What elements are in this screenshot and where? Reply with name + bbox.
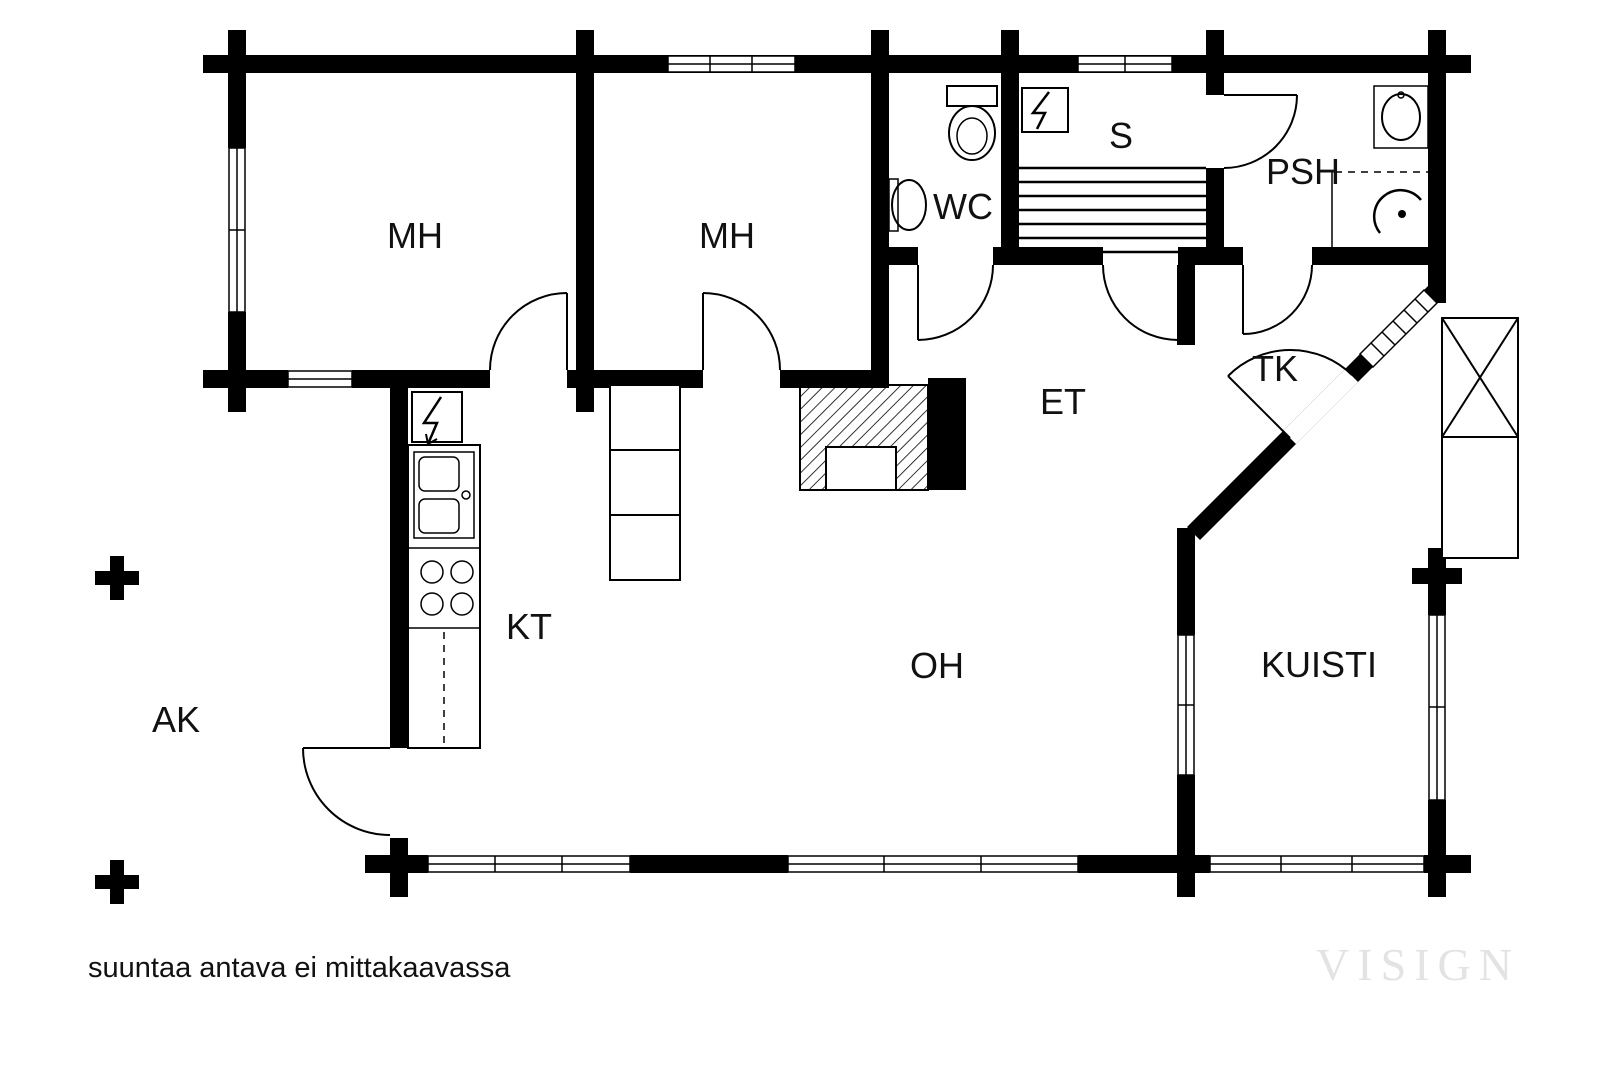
- room-label-tk: TK: [1252, 348, 1298, 389]
- room-label-kuisti: KUISTI: [1261, 644, 1377, 685]
- window-bottom-oh: [787, 855, 1079, 873]
- kitchen-counter: [407, 444, 481, 749]
- window-diagonal-entry: [1358, 288, 1439, 369]
- kitchen-sink-icon: [413, 451, 475, 539]
- log-end-stub: [365, 855, 390, 873]
- log-end-stub: [1446, 55, 1471, 73]
- door-psh: [1242, 264, 1313, 335]
- electric-panel-icon: [411, 391, 463, 445]
- window-kuisti-left: [1177, 634, 1195, 776]
- toilet-icon: [946, 85, 998, 161]
- log-end-stub: [228, 30, 246, 55]
- window-sauna-top: [1077, 55, 1173, 73]
- door-arcs: [302, 94, 1353, 836]
- window-mh2-top: [667, 55, 796, 73]
- shower-icon: [1331, 171, 1428, 247]
- door-mh1: [489, 292, 568, 371]
- log-end-stub: [1428, 30, 1446, 55]
- survey-cross-icon: [95, 556, 139, 600]
- sauna-heater-icon: [1021, 87, 1069, 133]
- windows: [228, 55, 1446, 873]
- window-bottom-kt: [427, 855, 631, 873]
- survey-cross-icon: [95, 860, 139, 904]
- sauna-benches: [1012, 166, 1206, 254]
- window-mh1-south: [287, 370, 353, 388]
- door-mh2: [702, 292, 781, 371]
- log-end-stub: [228, 388, 246, 412]
- log-end-stub: [390, 873, 408, 897]
- door-sauna-hall: [1102, 264, 1179, 341]
- window-kuisti-right: [1428, 614, 1446, 801]
- room-label-ak: AK: [152, 699, 200, 740]
- log-end-stub: [576, 30, 594, 55]
- room-label-sauna: S: [1109, 115, 1133, 156]
- log-end-stub: [871, 30, 889, 55]
- room-label-kt: KT: [506, 606, 552, 647]
- log-end-stub: [203, 370, 228, 388]
- window-mh1-left: [228, 147, 246, 313]
- door-front-entrance: [1227, 348, 1353, 439]
- log-end-stub: [1446, 855, 1471, 873]
- log-end-stub: [1206, 30, 1224, 55]
- fireplace-icon: [799, 378, 966, 491]
- entrance-steps: [1441, 317, 1519, 559]
- door-wc: [917, 264, 994, 341]
- room-label-et: ET: [1040, 381, 1086, 422]
- scale-disclaimer-note: suuntaa antava ei mittakaavassa: [88, 952, 511, 984]
- wc-sink-icon: [888, 178, 927, 232]
- room-labels: MH MH WC S PSH ET TK KT OH KUISTI AK: [152, 115, 1377, 740]
- window-bottom-kuisti: [1209, 855, 1425, 873]
- log-end-stub: [1412, 568, 1462, 584]
- room-label-wc: WC: [933, 186, 993, 227]
- log-end-stub: [1001, 30, 1019, 55]
- room-label-psh: PSH: [1266, 151, 1340, 192]
- room-label-mh1: MH: [387, 215, 443, 256]
- log-end-stub: [1177, 873, 1195, 897]
- log-end-stub: [576, 388, 594, 412]
- survey-cross-icons: [95, 556, 139, 904]
- closet-icon: [609, 384, 681, 581]
- room-label-mh2: MH: [699, 215, 755, 256]
- front-door-opening: [1283, 369, 1358, 444]
- visign-watermark: VISIGN: [1316, 939, 1520, 990]
- stove-icon: [420, 560, 474, 616]
- log-end-stub: [1428, 873, 1446, 897]
- door-sauna-psh: [1223, 94, 1298, 169]
- door-kitchen-side: [302, 747, 391, 836]
- log-end-stub: [203, 55, 228, 73]
- psh-sink-icon: [1373, 85, 1429, 149]
- room-label-oh: OH: [910, 645, 964, 686]
